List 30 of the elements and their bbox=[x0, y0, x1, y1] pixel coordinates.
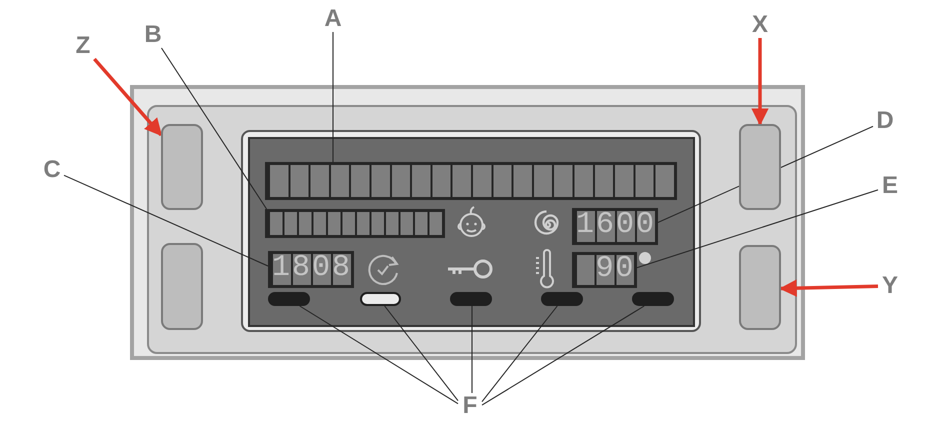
callout-letter: D bbox=[873, 108, 897, 134]
leader-line bbox=[482, 306, 558, 402]
arrow bbox=[93, 58, 162, 136]
side-button bbox=[739, 124, 781, 210]
callout-letter: Y bbox=[878, 273, 902, 299]
leader-line bbox=[482, 306, 645, 406]
callout-letter: E bbox=[878, 173, 902, 199]
arrow bbox=[779, 279, 878, 297]
callout-letter: F bbox=[458, 393, 482, 419]
leader-line bbox=[299, 306, 458, 404]
callout-letter: C bbox=[40, 157, 64, 183]
callout-letter: A bbox=[321, 6, 345, 32]
indicator-bar bbox=[632, 292, 674, 306]
segment-bar bbox=[265, 162, 677, 200]
callout-letter: B bbox=[141, 22, 165, 48]
segment-bar bbox=[265, 209, 445, 238]
side-button bbox=[161, 124, 203, 210]
indicator-bar bbox=[360, 292, 401, 306]
callout-letter: Z bbox=[71, 33, 95, 59]
leader-line bbox=[384, 306, 458, 402]
leader-line bbox=[636, 189, 878, 268]
leader-line bbox=[332, 32, 334, 162]
arrow bbox=[751, 38, 769, 126]
leader-line bbox=[64, 174, 268, 266]
indicator-bar bbox=[541, 292, 583, 306]
side-button bbox=[739, 245, 781, 330]
indicator-bar bbox=[450, 292, 492, 306]
side-button bbox=[161, 243, 203, 330]
callout-letter: X bbox=[748, 12, 772, 38]
indicator-bar bbox=[268, 292, 310, 306]
